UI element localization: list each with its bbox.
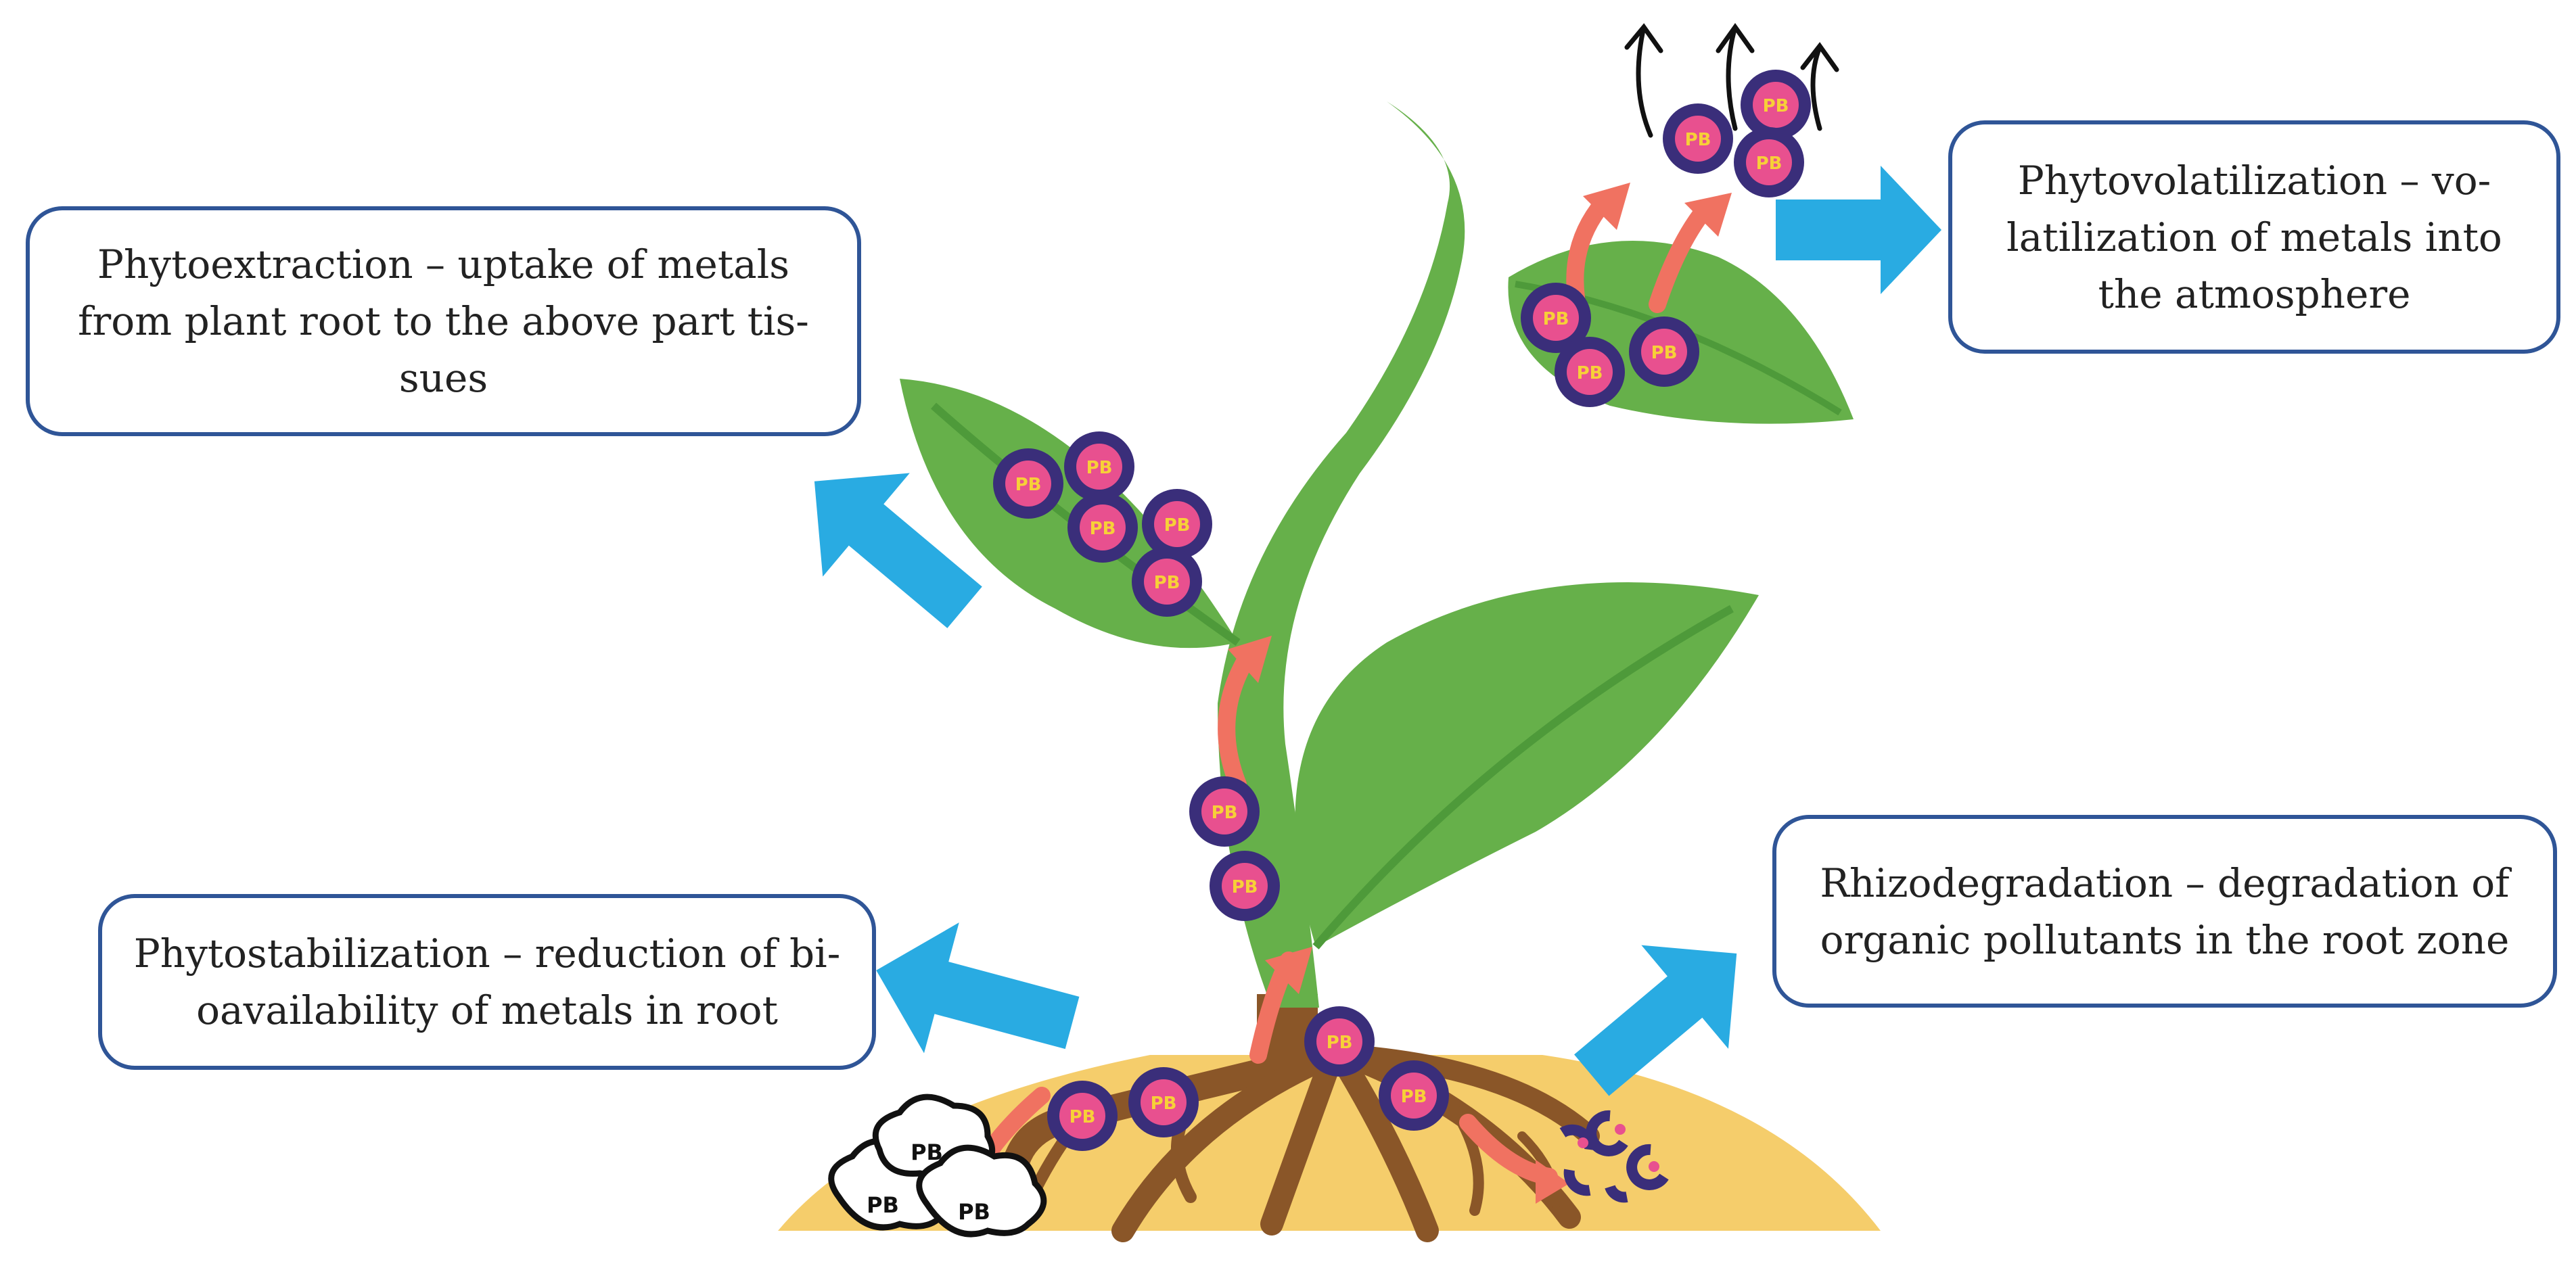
up-arrows (1624, 22, 1839, 138)
phytostabilization-line-1: Phytostabilization – reduction of bi- (133, 931, 841, 977)
metal-particle-icon (1128, 1067, 1199, 1137)
blue-arrows (814, 166, 1941, 1096)
metal-particle-icon (1629, 316, 1699, 387)
phytoextraction-line-1: Phytoextraction – uptake of metals (97, 241, 790, 287)
salmon-curved-arrow-icon (1218, 647, 1257, 793)
phytovolatilization-box: Phytovolatilization – vo- latilization o… (1948, 120, 2560, 354)
phytovolatilization-line-2: latilization of metals into (2006, 214, 2502, 260)
up-arrow-icon (1624, 23, 1663, 138)
phytovolatilization-line-1: Phytovolatilization – vo- (2017, 157, 2491, 204)
rhizodegradation-line-1: Rhizodegradation – degradation of (1820, 860, 2510, 906)
phytoextraction-box: Phytoextraction – uptake of metals from … (26, 206, 861, 436)
blue-arrow-icon (1574, 945, 1737, 1096)
up-arrow-icon (1800, 42, 1839, 131)
metal-particle-icon (1734, 127, 1804, 197)
metal-particle-icon (1047, 1081, 1118, 1151)
metal-particle-icon (1210, 851, 1280, 921)
degraded-particles (1559, 1110, 1669, 1203)
blue-arrow-icon (814, 473, 982, 628)
cloud-cluster-icon: PB PB PB (828, 1093, 1047, 1238)
metal-particle-icon (1189, 776, 1260, 847)
phytostabilization-box: Phytostabilization – reduction of bi- oa… (98, 894, 876, 1070)
phytostabilization-line-2: oavailability of metals in root (196, 987, 778, 1033)
stem (1218, 101, 1465, 1008)
blue-arrow-icon (876, 922, 1080, 1054)
phytoextraction-line-2: from plant root to the above part tis- (78, 298, 809, 344)
metal-particle-icon (1132, 546, 1202, 617)
metal-particle-icon (1067, 492, 1138, 563)
blue-arrow-icon (1776, 166, 1941, 294)
metal-particle-icon (1304, 1006, 1375, 1077)
svg-text:PB: PB (867, 1192, 899, 1218)
metal-particle-icon (1663, 103, 1733, 174)
salmon-curved-arrow-icon (1566, 194, 1612, 306)
metal-particle-icon (1555, 337, 1625, 407)
svg-text:PB: PB (911, 1139, 943, 1165)
up-arrow-icon (1716, 22, 1755, 131)
rhizodegradation-box: Rhizodegradation – degradation of organi… (1772, 815, 2557, 1008)
svg-text:PB: PB (958, 1199, 990, 1225)
right-leaf (1295, 582, 1759, 947)
metal-particle-icon (1064, 431, 1134, 502)
rhizodegradation-line-2: organic pollutants in the root zone (1820, 916, 2510, 963)
metal-particle-icon (993, 448, 1063, 519)
metal-particle-icon (1379, 1060, 1449, 1131)
phytovolatilization-line-3: the atmosphere (2098, 271, 2411, 317)
salmon-curved-arrow-icon (1649, 201, 1714, 313)
phytoextraction-line-3: sues (398, 355, 488, 401)
